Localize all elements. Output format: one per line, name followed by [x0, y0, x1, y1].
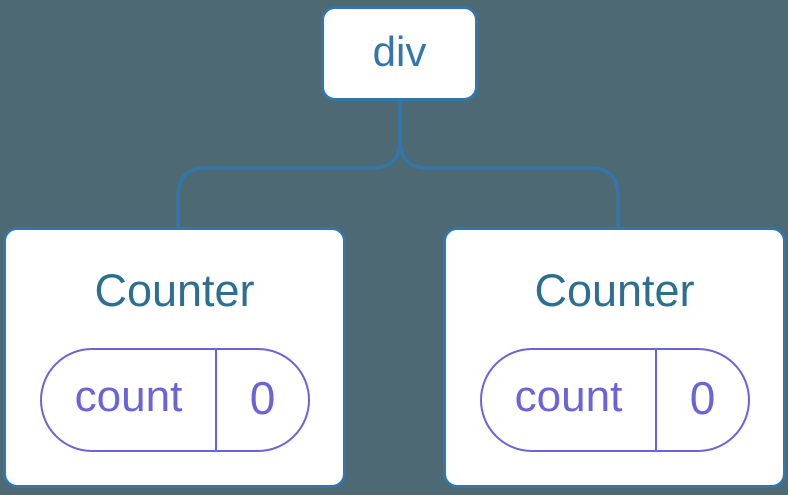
state-value-cell: 0 [215, 350, 308, 450]
state-value: 0 [249, 372, 276, 424]
state-pill: count 0 [40, 348, 310, 452]
connector-right-branch [398, 101, 620, 227]
state-value-cell: 0 [655, 350, 748, 450]
counter-node-left: Counter count 0 [3, 227, 346, 488]
state-name: count [514, 372, 623, 421]
component-title: Counter [94, 265, 255, 316]
state-pill: count 0 [480, 348, 750, 452]
state-name-cell: count [42, 350, 215, 450]
state-name-cell: count [482, 350, 655, 450]
state-name: count [74, 372, 183, 421]
root-node-label: div [372, 27, 427, 75]
component-title: Counter [534, 265, 695, 316]
state-value: 0 [689, 372, 716, 424]
connector-left-branch [176, 101, 402, 227]
root-node-div: div [321, 6, 478, 101]
counter-node-right: Counter count 0 [443, 227, 786, 488]
